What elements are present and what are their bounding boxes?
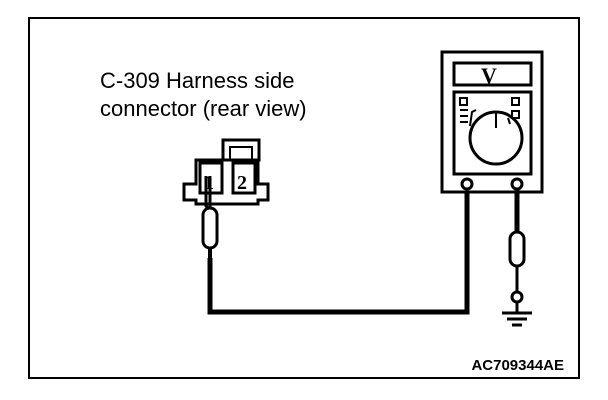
harness-connector xyxy=(182,138,270,206)
figure-id: AC709344AE xyxy=(471,357,564,374)
ground-symbol-icon xyxy=(502,302,532,327)
meter-mode-label: V xyxy=(481,63,497,88)
connector-label-line1: C-309 Harness side xyxy=(100,68,294,93)
voltmeter-icon xyxy=(440,50,544,194)
test-lead-wire xyxy=(207,185,470,315)
connector-label-line2: connector (rear view) xyxy=(100,96,307,121)
pin-2-label: 2 xyxy=(237,172,247,194)
ground-probe xyxy=(508,189,526,304)
test-probe-icon xyxy=(201,176,219,258)
